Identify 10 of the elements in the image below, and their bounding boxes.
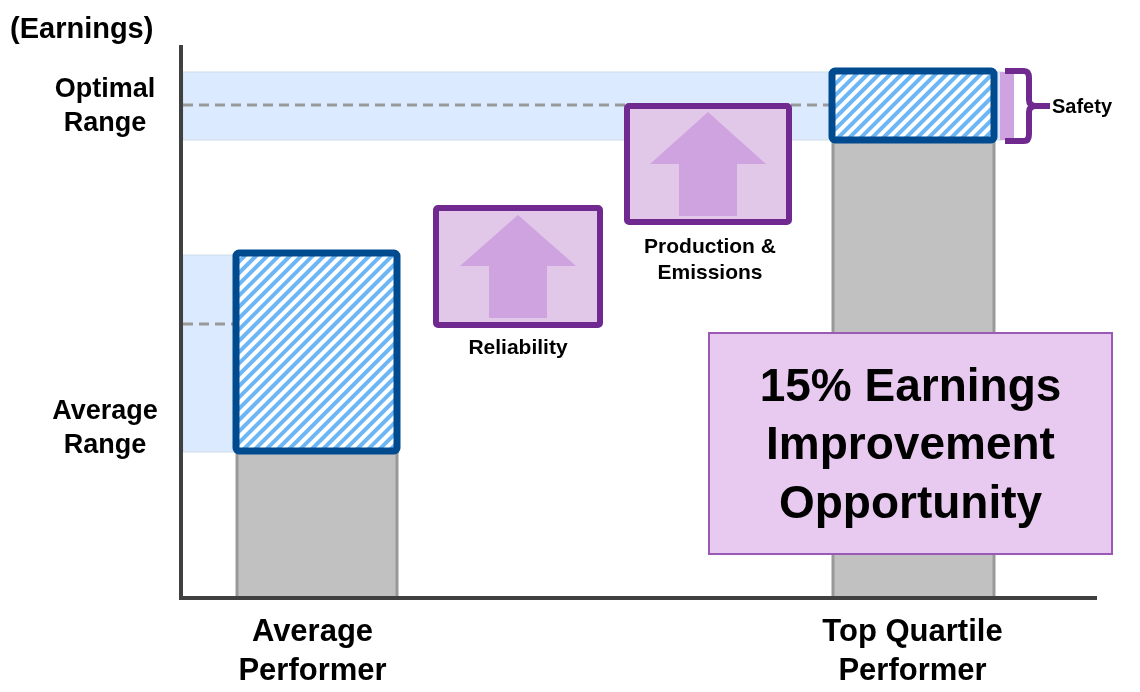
callout-box [708,332,1113,555]
range-label: Average Range [51,394,159,461]
bar-label: Average Performer [237,612,388,689]
range-label: Optimal Range [53,72,157,139]
callout-text: 15% Earnings Improvement Opportunity [758,357,1063,530]
step-label: Production & Emissions [643,233,777,286]
bracket-label: Safety [1052,94,1114,119]
step-label: Reliability [467,334,569,360]
axis-title: (Earnings) [10,11,155,46]
bar-label: Top Quartile Performer [821,612,1004,689]
